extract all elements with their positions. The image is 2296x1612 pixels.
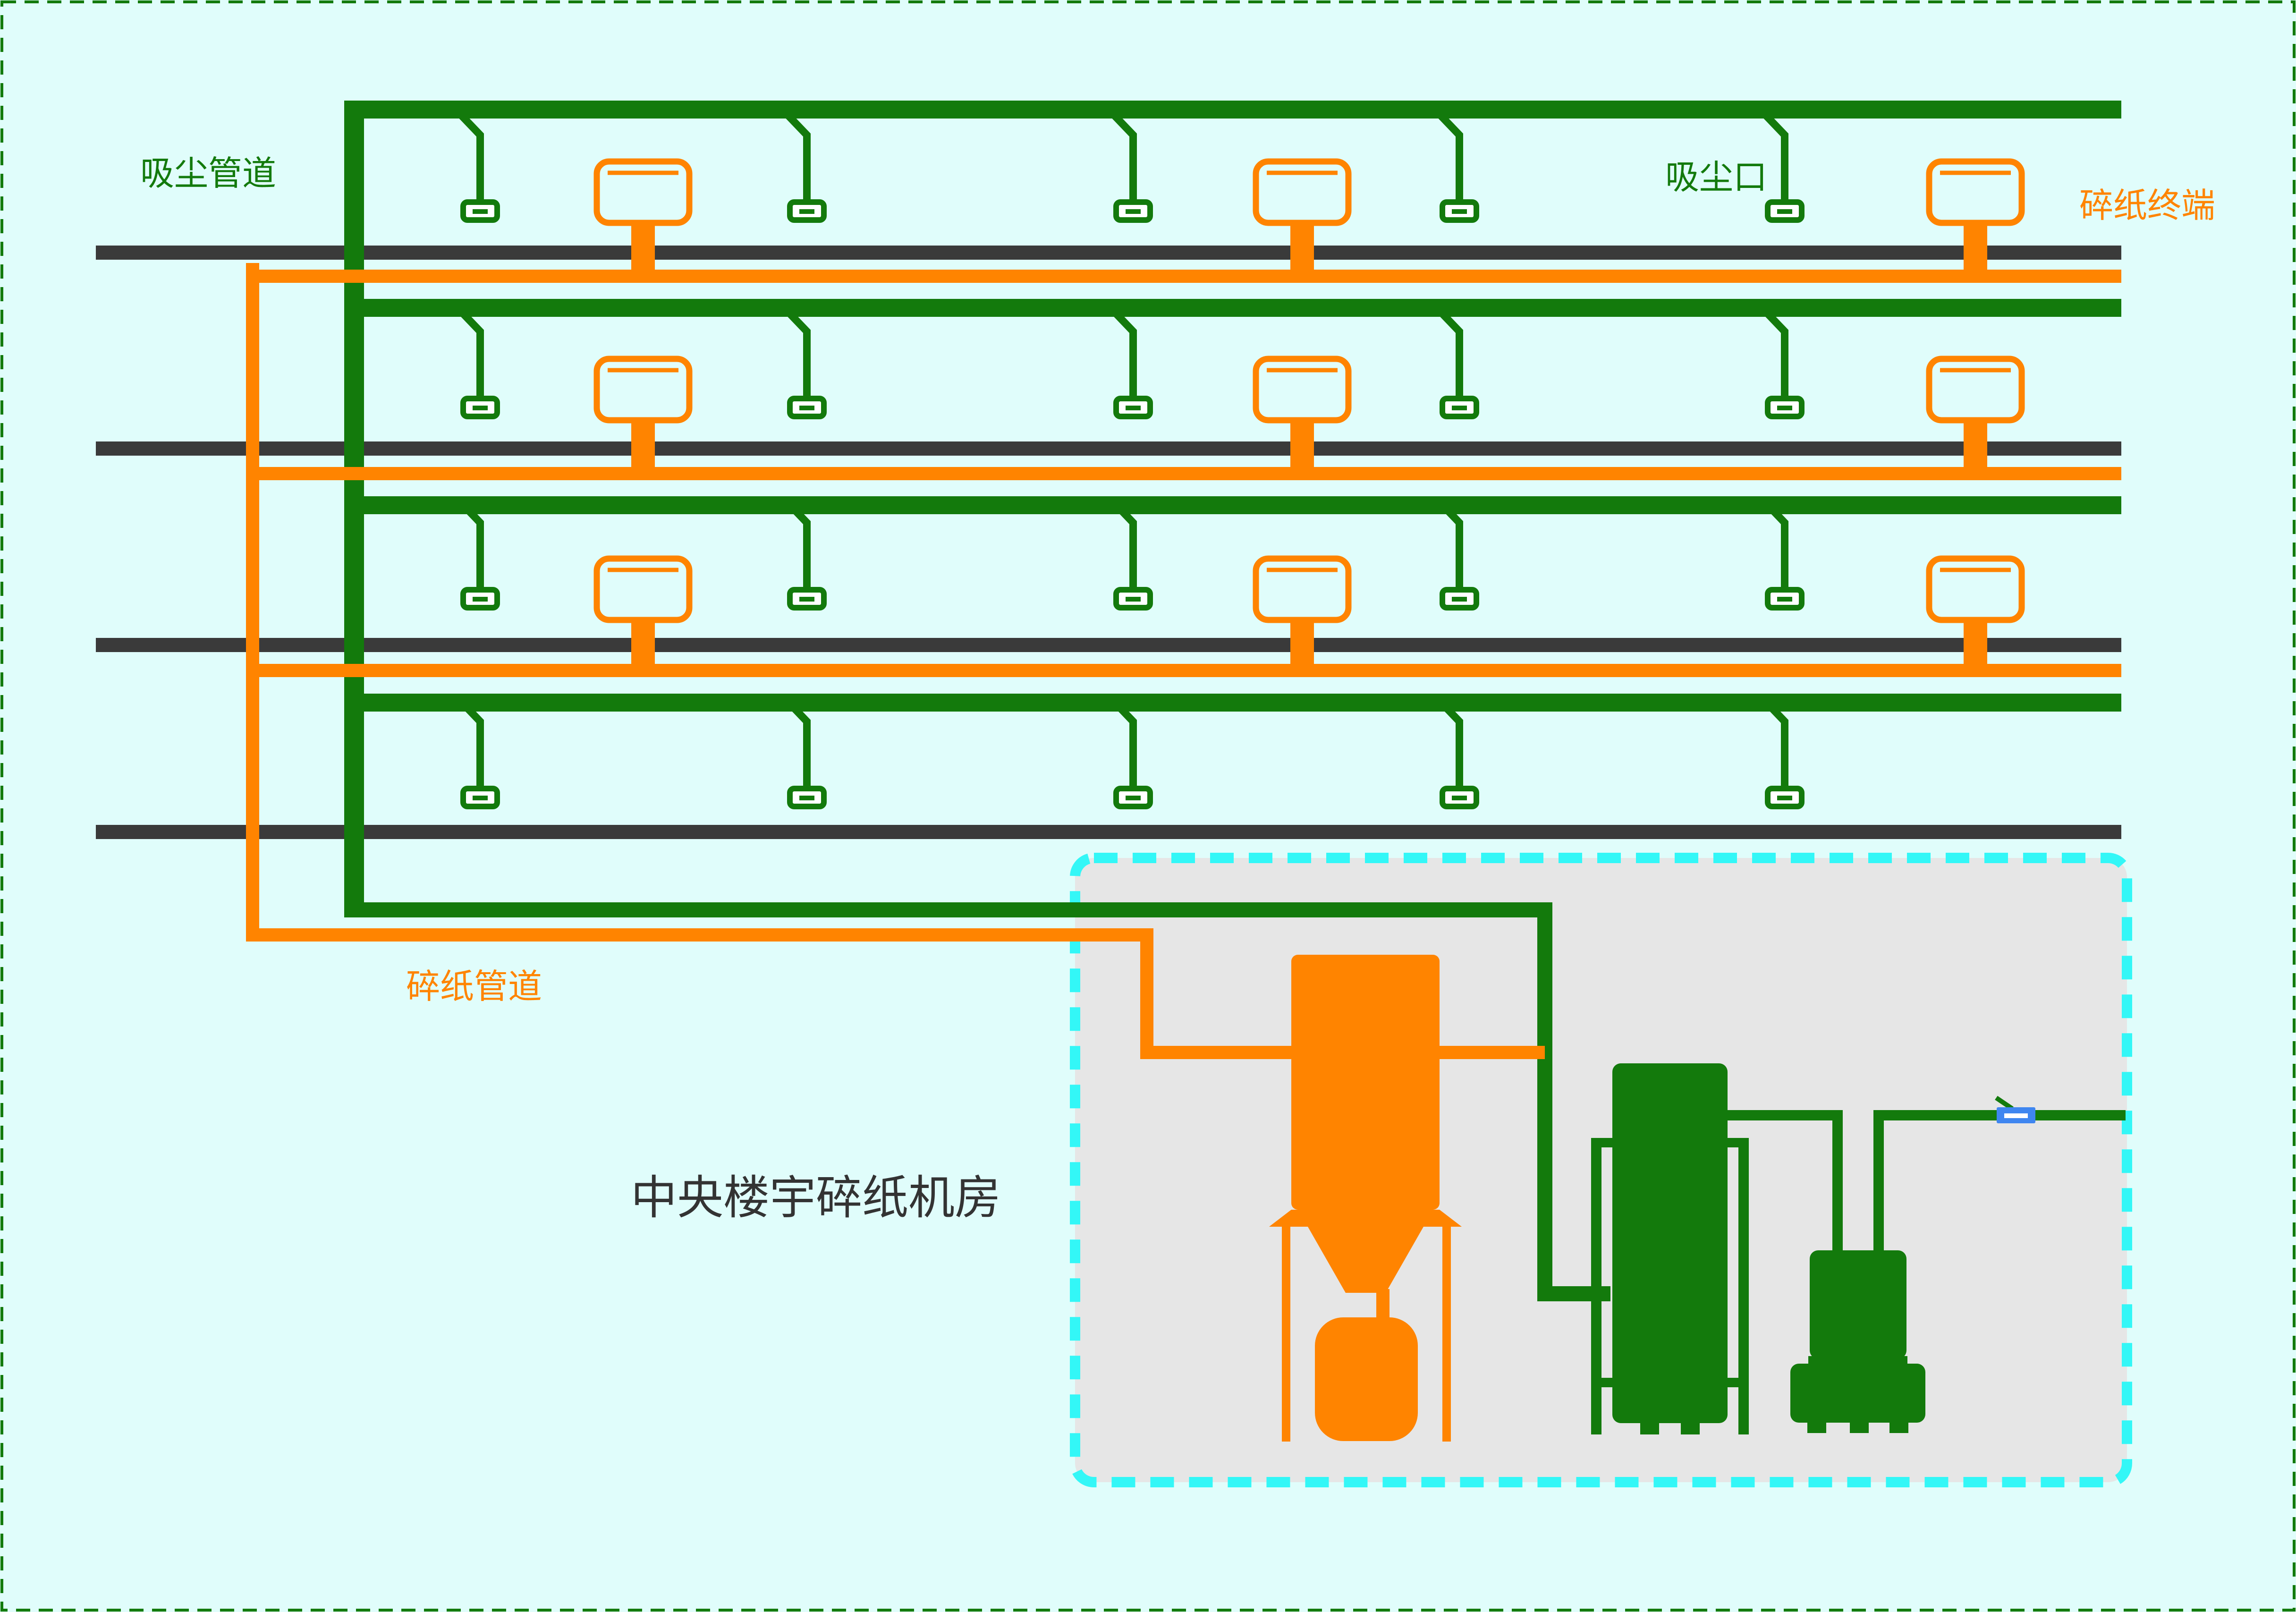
shredder-terminals bbox=[597, 161, 2022, 666]
vacuum-blower bbox=[1790, 1250, 1925, 1433]
machine-room-dust-piping bbox=[1728, 1110, 2126, 1252]
dust-inlet-label: 吸尘口 bbox=[1665, 157, 1767, 197]
dust-collector-tank bbox=[1591, 1063, 1749, 1434]
shredder-pipe-label: 碎纸管道 bbox=[406, 967, 542, 1006]
dust-pipe-label: 吸尘管道 bbox=[140, 153, 276, 193]
floor-slabs bbox=[96, 246, 2121, 839]
dust-pipe-network bbox=[344, 101, 2121, 1301]
shredder-terminal-label: 碎纸终端 bbox=[2079, 186, 2215, 225]
shredder-silo-unit bbox=[1269, 955, 1462, 1442]
exhaust-valve-icon bbox=[1995, 1095, 2035, 1123]
machine-room-label: 中央楼宇碎纸机房 bbox=[631, 1171, 1001, 1225]
